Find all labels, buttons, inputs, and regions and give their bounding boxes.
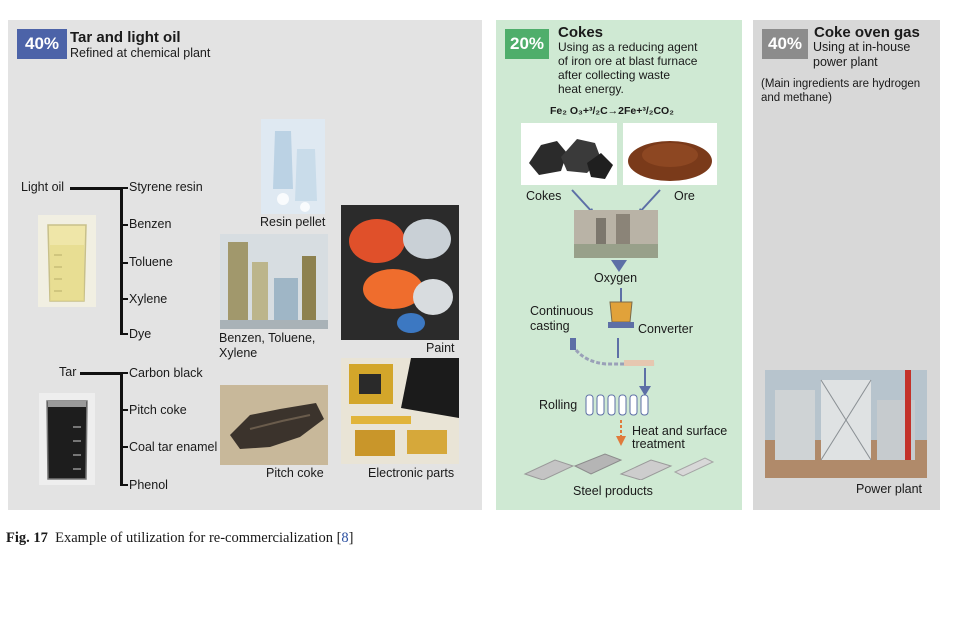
tree-branch xyxy=(120,224,128,226)
gas-percent-badge: 40% xyxy=(762,29,808,59)
heat-treatment-line2: treatment xyxy=(632,437,685,451)
heat-treatment-line1: Heat and surface xyxy=(632,424,728,438)
tree-branch xyxy=(120,446,128,448)
tree-branch xyxy=(120,484,128,486)
gas-description: Using at in-house power plant xyxy=(813,40,910,69)
product-benzen: Benzen xyxy=(129,217,172,231)
cokes-photo xyxy=(521,123,617,185)
figure-caption: Fig. 17 Example of utilization for re-co… xyxy=(6,530,354,547)
tree-branch xyxy=(120,409,128,411)
cokes-panel: 20% Cokes Using as a reducing agent of i… xyxy=(496,20,742,510)
oxygen-label: Oxygen xyxy=(594,271,638,285)
gas-desc-line: power plant xyxy=(813,54,878,69)
ore-photo xyxy=(623,123,717,185)
tar-panel-title: Tar and light oil xyxy=(70,29,181,46)
pitch-coke-photo xyxy=(220,385,328,465)
converter-icon xyxy=(608,288,634,328)
caption-text: Example of utilization for re-commercial… xyxy=(55,530,342,546)
casting-line-diagram xyxy=(570,338,656,366)
figure-number: Fig. 17 xyxy=(6,530,48,546)
blast-furnace-photo xyxy=(571,189,661,258)
tree-trunk xyxy=(120,187,123,335)
rolling-mill-icon xyxy=(585,394,649,416)
cokes-description: Using as a reducing agent of iron ore at… xyxy=(558,40,697,96)
power-plant-label: Power plant xyxy=(856,482,923,496)
btx-photo xyxy=(220,234,328,329)
tree-trunk xyxy=(120,372,123,486)
product-coal-tar-enamel: Coal tar enamel xyxy=(129,440,218,454)
electronic-parts-photo xyxy=(341,358,459,464)
coke-oven-gas-panel: 40% Coke oven gas Using at in-house powe… xyxy=(753,20,940,510)
tree-branch xyxy=(120,372,128,374)
cokes-desc-line: of iron ore at blast furnace xyxy=(558,54,698,68)
light-oil-beaker-photo xyxy=(38,215,96,307)
tar-panel-subtitle: Refined at chemical plant xyxy=(70,46,211,60)
tar-percent-badge: 40% xyxy=(17,29,67,59)
product-pitch-coke: Pitch coke xyxy=(129,403,187,417)
continuous-casting-line2: casting xyxy=(530,319,570,333)
resin-pellet-label: Resin pellet xyxy=(260,215,326,229)
tree-connector xyxy=(80,372,122,375)
tree-branch xyxy=(120,298,128,300)
product-styrene-resin: Styrene resin xyxy=(129,180,203,194)
electronic-parts-label: Electronic parts xyxy=(368,466,455,480)
btx-label-line1: Benzen, Toluene, xyxy=(219,331,316,345)
gas-panel-title: Coke oven gas xyxy=(814,24,920,41)
cokes-desc-line: Using as a reducing agent xyxy=(558,40,698,54)
btx-label-line2: Xylene xyxy=(219,346,258,360)
resin-pellet-photo xyxy=(261,119,325,214)
gas-note: (Main ingredients are hydrogen and metha… xyxy=(761,77,920,105)
tree-branch xyxy=(120,262,128,264)
caption-close-bracket: ] xyxy=(348,530,354,546)
tar-label: Tar xyxy=(59,365,77,379)
tree-connector xyxy=(70,187,122,190)
product-toluene: Toluene xyxy=(129,255,173,269)
cokes-desc-line: after collecting waste xyxy=(558,68,671,82)
cokes-percent-badge: 20% xyxy=(505,29,549,59)
cokes-panel-title: Cokes xyxy=(558,24,604,41)
tree-branch xyxy=(120,187,128,189)
converter-label: Converter xyxy=(638,322,693,336)
power-plant-photo xyxy=(765,370,927,478)
gas-note-line: and methane) xyxy=(761,92,832,104)
product-xylene: Xylene xyxy=(129,292,168,306)
paint-photo xyxy=(341,205,459,340)
product-dye: Dye xyxy=(129,327,152,341)
tree-branch xyxy=(120,333,128,335)
cokes-desc-line: heat energy. xyxy=(558,82,624,96)
reference-link[interactable]: 8 xyxy=(341,530,349,546)
tar-light-oil-panel: 40% Tar and light oil Refined at chemica… xyxy=(8,20,482,510)
steel-products-label: Steel products xyxy=(573,484,653,498)
pitch-coke-photo-label: Pitch coke xyxy=(266,466,324,480)
light-oil-label: Light oil xyxy=(21,180,65,194)
paint-label: Paint xyxy=(426,341,455,355)
product-phenol: Phenol xyxy=(129,478,168,492)
rolling-label: Rolling xyxy=(539,398,578,412)
down-arrow-icon xyxy=(639,368,651,396)
steel-products-photo xyxy=(523,453,715,480)
ore-photo-label: Ore xyxy=(674,189,695,203)
gas-note-line: (Main ingredients are hydrogen xyxy=(761,78,921,90)
product-carbon-black: Carbon black xyxy=(129,366,203,380)
tar-beaker-photo xyxy=(39,393,95,485)
cokes-photo-label: Cokes xyxy=(526,189,562,203)
continuous-casting-line1: Continuous xyxy=(530,304,594,318)
reduction-equation: Fe₂ O₃+³/₂C→2Fe+³/₂CO₂ xyxy=(550,105,674,117)
down-arrow-icon xyxy=(611,260,627,272)
heat-arrow-icon xyxy=(616,420,626,446)
gas-desc-line: Using at in-house xyxy=(813,40,911,54)
